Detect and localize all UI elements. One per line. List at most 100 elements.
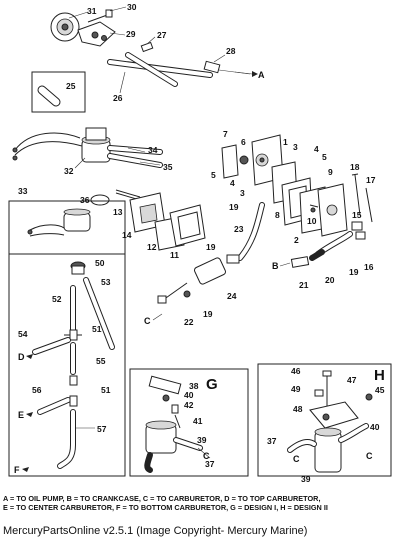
design-g-label: G — [206, 376, 218, 393]
letter-b: B — [272, 261, 279, 271]
callout-19b: 19 — [206, 242, 216, 252]
callout-47: 47 — [347, 375, 357, 385]
part-callouts: 31 30 29 27 28 25 26 34 32 35 33 36 13 1… — [18, 2, 385, 484]
panel-33-box — [8, 200, 126, 477]
callout-1: 1 — [283, 137, 288, 147]
callout-19a: 19 — [229, 202, 239, 212]
callout-54: 54 — [18, 329, 28, 339]
leader-lines — [68, 6, 226, 201]
legend-line-1: A = TO OIL PUMP, B = TO CRANKCASE, C = T… — [3, 494, 321, 503]
letter-f: F — [14, 465, 20, 475]
design-h-parts — [287, 370, 373, 473]
design-g-parts — [144, 375, 211, 473]
callout-49: 49 — [291, 384, 301, 394]
callout-4b: 4 — [314, 144, 319, 154]
callout-10: 10 — [307, 216, 317, 226]
part-25-box — [31, 71, 86, 113]
callout-11: 11 — [170, 250, 179, 260]
callout-3b: 3 — [293, 142, 298, 152]
callout-53: 53 — [101, 277, 111, 287]
fuel-manifold-assembly — [31, 9, 251, 113]
callout-40b: 40 — [370, 422, 380, 432]
callout-19d: 19 — [203, 309, 213, 319]
callout-48: 48 — [293, 404, 303, 414]
callout-20: 20 — [325, 275, 335, 285]
callout-13: 13 — [113, 207, 123, 217]
callout-45: 45 — [375, 385, 385, 395]
fuel-pump-body — [221, 134, 373, 240]
fuel-hoses-center — [157, 202, 353, 304]
callout-56: 56 — [32, 385, 42, 395]
letter-a: A — [258, 70, 265, 80]
legend-line-2: E = TO CENTER CARBURETOR, F = TO BOTTOM … — [3, 503, 328, 512]
callout-57: 57 — [97, 424, 107, 434]
callout-2: 2 — [294, 235, 299, 245]
copyright-footer: MercuryPartsOnline v2.5.1 (Image Copyrig… — [3, 525, 308, 537]
callout-41: 41 — [193, 416, 203, 426]
design-g-box — [129, 368, 249, 477]
letter-c-center: C — [144, 316, 151, 326]
connection-letters: A B C D E F C C C G H — [14, 70, 385, 475]
electric-pump-assembly — [12, 127, 163, 168]
letter-e: E — [18, 410, 24, 420]
callout-5a: 5 — [211, 170, 216, 180]
callout-34: 34 — [148, 145, 158, 155]
callout-37b: 37 — [267, 436, 277, 446]
callout-36: 36 — [80, 195, 90, 205]
panel-33-pump — [27, 208, 91, 237]
callout-37a: 37 — [205, 459, 215, 469]
callout-25: 25 — [66, 81, 76, 91]
part-7-graphic — [221, 144, 239, 179]
callout-21: 21 — [299, 280, 309, 290]
callout-33: 33 — [18, 186, 28, 196]
connection-legend: A = TO OIL PUMP, B = TO CRANKCASE, C = T… — [3, 494, 397, 512]
callout-16: 16 — [364, 262, 374, 272]
callout-32: 32 — [64, 166, 74, 176]
callout-15: 15 — [352, 210, 362, 220]
callout-42: 42 — [184, 400, 194, 410]
panel-33-hoses — [32, 261, 115, 469]
design-h-label: H — [374, 367, 385, 384]
callout-51a: 51 — [92, 324, 102, 334]
letter-d: D — [18, 352, 25, 362]
bracket-13-14-assembly — [90, 189, 206, 251]
callout-38: 38 — [189, 381, 199, 391]
callout-27: 27 — [157, 30, 167, 40]
callout-28: 28 — [226, 46, 236, 56]
callout-12: 12 — [147, 242, 157, 252]
callout-55: 55 — [96, 356, 106, 366]
design-h-box — [257, 363, 392, 477]
callout-40a: 40 — [184, 390, 194, 400]
callout-52: 52 — [52, 294, 62, 304]
letter-c-h-left: C — [293, 454, 300, 464]
part-39-h-graphic — [314, 431, 342, 473]
callout-19c: 19 — [349, 267, 359, 277]
callout-3a: 3 — [240, 188, 245, 198]
letter-c-h-right: C — [366, 451, 373, 461]
callout-22: 22 — [184, 317, 194, 327]
letter-c-g: C — [203, 451, 210, 461]
callout-26: 26 — [113, 93, 123, 103]
callout-29: 29 — [126, 29, 136, 39]
callout-24: 24 — [227, 291, 237, 301]
callout-30: 30 — [127, 2, 137, 12]
callout-23: 23 — [234, 224, 244, 234]
part-24-graphic — [193, 257, 227, 285]
callout-8: 8 — [275, 210, 280, 220]
callout-17: 17 — [366, 175, 376, 185]
callout-4a: 4 — [230, 178, 235, 188]
callout-9: 9 — [328, 167, 333, 177]
callout-35: 35 — [163, 162, 173, 172]
callout-14: 14 — [122, 230, 132, 240]
callout-39b: 39 — [301, 474, 311, 484]
callout-50: 50 — [95, 258, 105, 268]
part-11-graphic — [169, 204, 206, 247]
callout-51b: 51 — [101, 385, 111, 395]
connection-arrows — [22, 71, 291, 472]
callout-18: 18 — [350, 162, 360, 172]
callout-39a: 39 — [197, 435, 207, 445]
callout-7: 7 — [223, 129, 228, 139]
callout-46: 46 — [291, 366, 301, 376]
callout-5b: 5 — [322, 152, 327, 162]
